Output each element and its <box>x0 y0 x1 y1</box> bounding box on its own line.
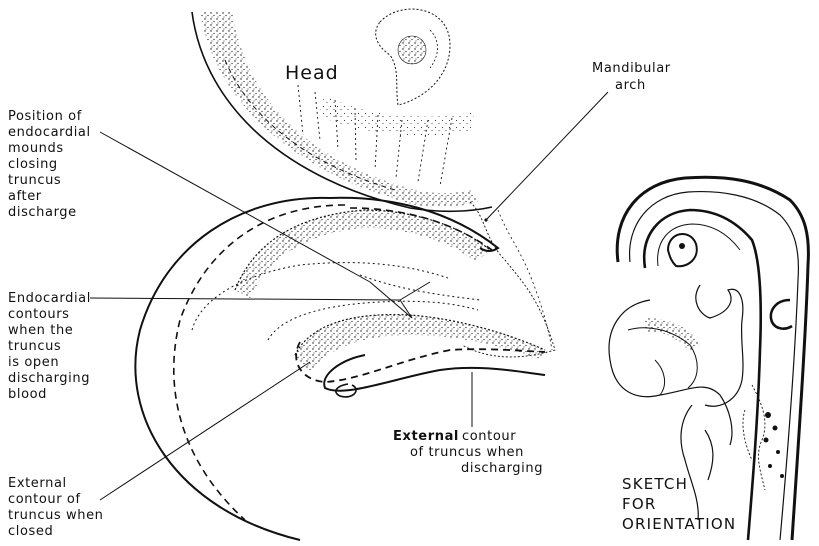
external-closed-line-3: truncus when <box>8 508 104 523</box>
label-mandibular-arch: Mandibular arch <box>484 61 670 222</box>
external-closed-line-4: closed <box>8 524 53 539</box>
endocardial-line-7: blood <box>8 387 47 402</box>
head-label: Head <box>285 62 339 84</box>
label-endocardial-contours: Endocardial contours when the truncus is… <box>8 282 430 402</box>
position-leader-1 <box>100 132 370 282</box>
sketch-dots <box>764 412 785 478</box>
external-closed-leader <box>100 362 310 500</box>
position-line-1: Position of <box>8 109 82 124</box>
sketch-label-line-2: FOR <box>622 495 656 513</box>
position-line-2: endocardial <box>8 125 91 140</box>
position-line-6: after <box>8 189 42 204</box>
endocardial-leader <box>90 298 400 300</box>
mandibular-leader <box>486 92 608 220</box>
position-line-4: closing <box>8 157 58 172</box>
position-line-7: discharge <box>8 205 77 220</box>
sketch-label-line-1: SKETCH <box>622 475 688 493</box>
external-discharging-line-3: of truncus when <box>410 445 524 460</box>
head-region: Head <box>192 9 492 211</box>
external-discharging-line-1: External <box>393 429 459 444</box>
external-discharging-line-4: discharging <box>461 461 543 476</box>
endocardial-line-5: is open <box>8 355 59 370</box>
orientation-sketch: SKETCH FOR ORIENTATION <box>609 177 808 540</box>
position-line-3: mounds <box>8 141 64 156</box>
mandibular-arch-line-2: arch <box>615 78 646 93</box>
endocardial-line-2: contours <box>8 307 70 322</box>
eye-center <box>398 36 426 64</box>
sketch-label-line-3: ORIENTATION <box>622 515 736 533</box>
position-line-5: truncus <box>8 173 61 188</box>
mandibular-arch-line-1: Mandibular <box>592 61 671 76</box>
sketch-otic-c <box>771 300 792 329</box>
external-closed-line-2: contour of <box>8 492 81 507</box>
endocardial-line-1: Endocardial <box>8 291 91 306</box>
external-discharging-line-2: contour <box>462 429 516 444</box>
label-external-discharging: External contour of truncus when dischar… <box>393 372 543 476</box>
truncus-discharging-contour <box>324 355 545 391</box>
endocardial-line-6: discharging <box>8 371 90 386</box>
endocardial-line-4: truncus <box>8 339 61 354</box>
external-closed-line-1: External <box>8 476 67 491</box>
heart-loop <box>135 198 555 540</box>
label-external-closed: External contour of truncus when closed <box>8 362 310 539</box>
endocardial-line-3: when the <box>8 323 73 338</box>
sketch-eye <box>668 234 697 266</box>
